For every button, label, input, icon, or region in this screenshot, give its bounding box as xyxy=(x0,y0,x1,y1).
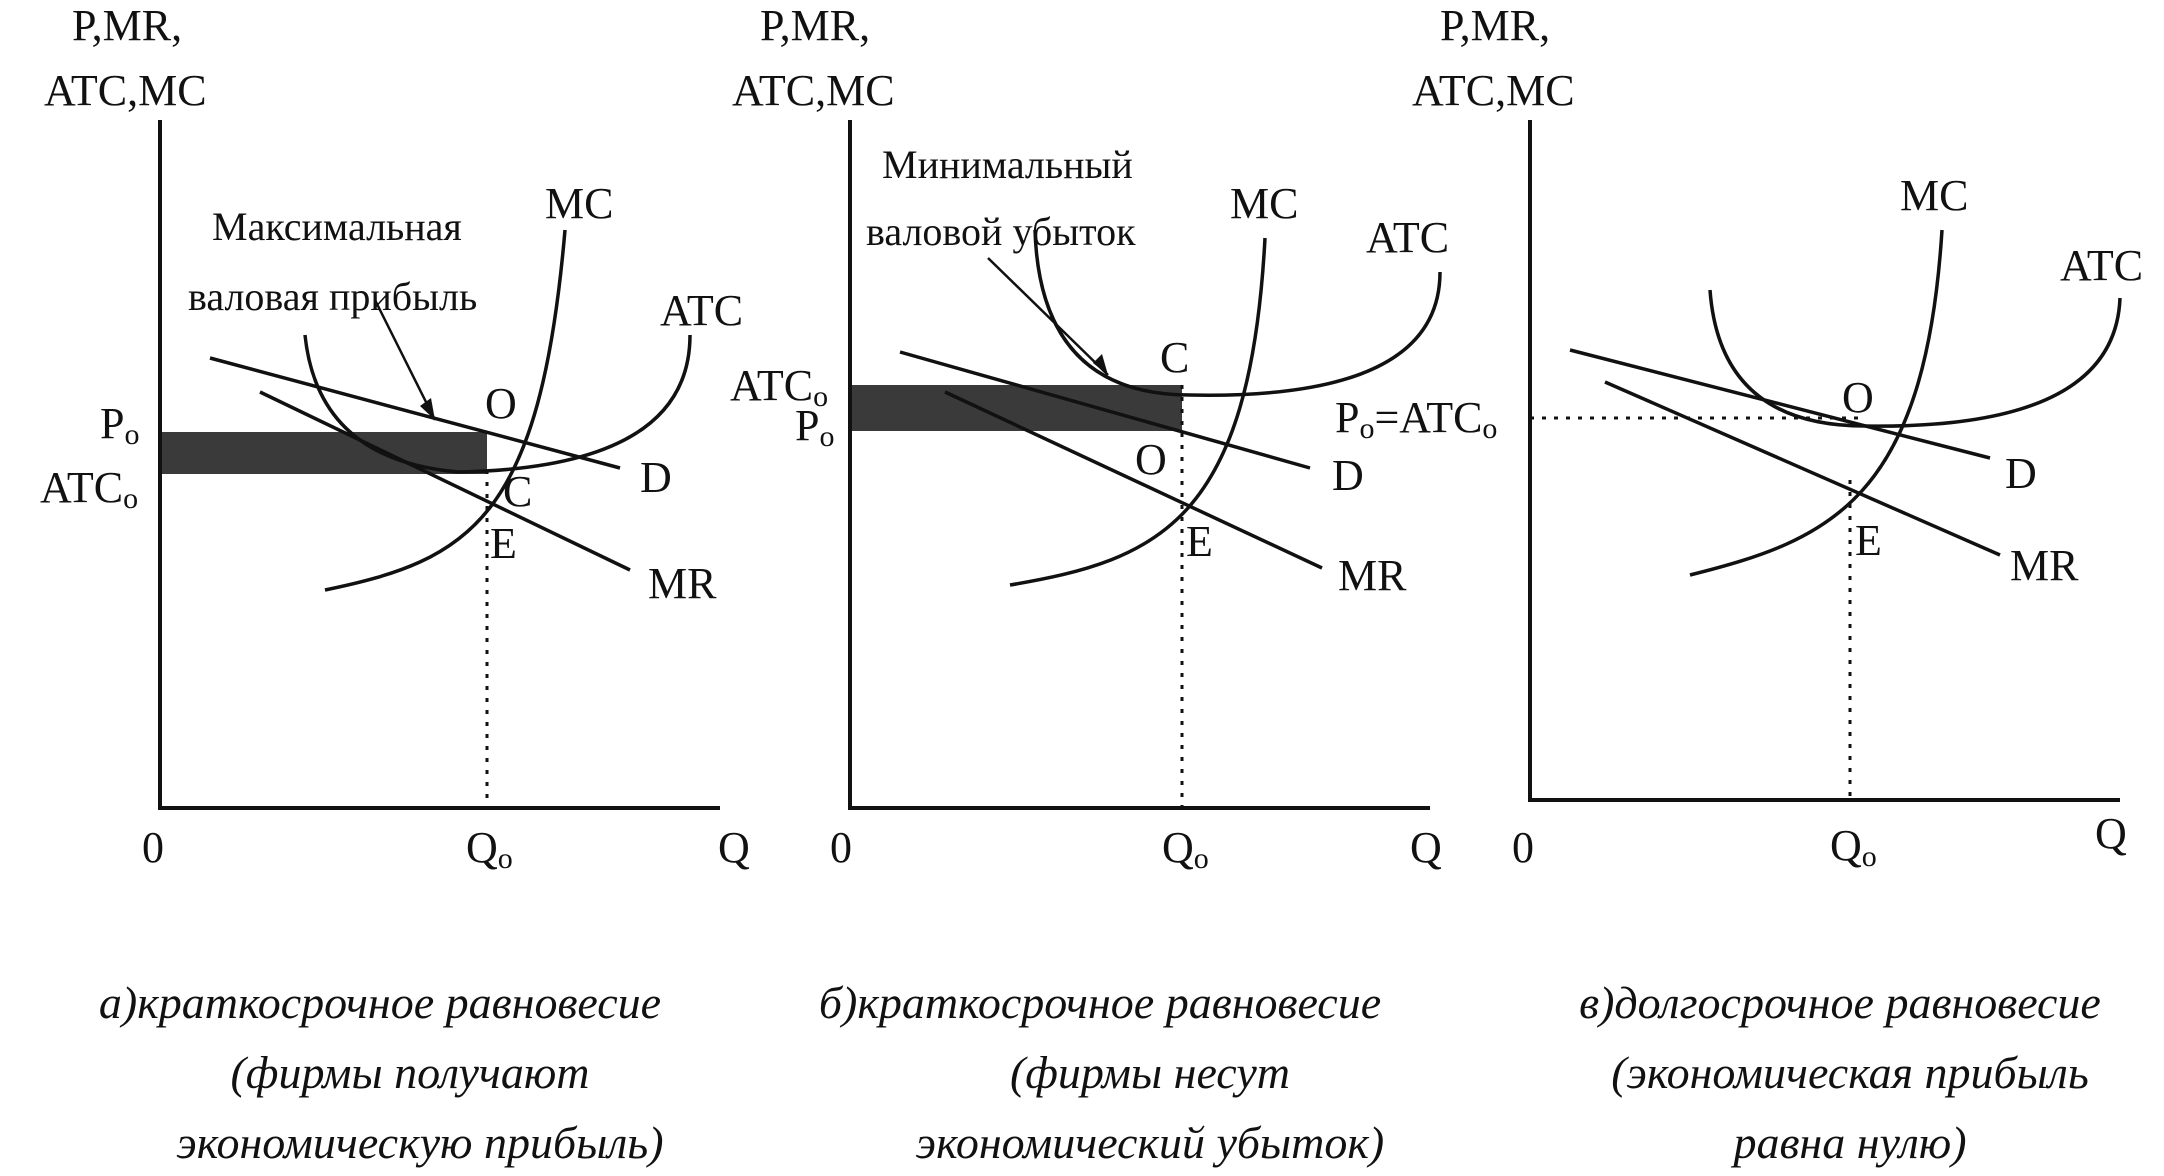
panel-c-mc-label: MC xyxy=(1900,171,1968,220)
panel-c-mr-curve xyxy=(1604,380,2001,557)
panel-b-annotation-arrow xyxy=(987,257,1109,376)
panel-b-point-o: O xyxy=(1135,435,1167,484)
panel-a-caption-line2: (фирмы получают xyxy=(230,1047,589,1098)
panel-b-atc-label: ATC xyxy=(1366,213,1449,262)
panel-a: P,MR, ATC,MC Максимальная валовая прибыл… xyxy=(40,1,750,1168)
panel-a-demand-curve xyxy=(209,356,621,470)
panel-c-mc-curve xyxy=(1689,229,1944,577)
panel-a-caption-line3: экономическую прибыль) xyxy=(176,1117,663,1168)
panel-a-annotation-line1: Максимальная xyxy=(212,204,462,249)
panel-b-caption-line2: (фирмы несут xyxy=(1010,1047,1290,1098)
panel-a-mc-label: MC xyxy=(545,179,613,228)
panel-a-origin: 0 xyxy=(142,823,164,872)
panel-c-atc-label: ATC xyxy=(2060,241,2143,290)
panel-b-annotation-line1: Минимальный xyxy=(882,142,1133,187)
panel-b-caption-line3: экономический убыток) xyxy=(916,1117,1384,1168)
panel-a-mc-curve xyxy=(324,229,567,592)
panel-c-y-axis-label-line2: ATC,MC xyxy=(1412,66,1575,115)
panel-b-y-axis-label-line2: ATC,MC xyxy=(732,66,895,115)
panel-a-y-axis-label-line1: P,MR, xyxy=(72,1,182,50)
panel-c-caption-line2: (экономическая прибыль xyxy=(1611,1047,2089,1098)
panel-b-y-axis-label-line1: P,MR, xyxy=(760,1,870,50)
panel-c-origin: 0 xyxy=(1512,823,1534,872)
panel-a-q0-label: Qo xyxy=(466,823,513,875)
panel-c: P,MR, ATC,MC MC ATC O E D MR Po=ATCo 0 Q… xyxy=(1335,1,2143,1168)
panel-b-atc0-label: ATCo xyxy=(730,361,828,413)
panel-a-annotation-arrowhead xyxy=(420,398,435,420)
panel-c-y-axis-label-line1: P,MR, xyxy=(1440,1,1550,50)
panel-b-point-e: E xyxy=(1186,517,1213,566)
panel-a-atc-label: ATC xyxy=(660,286,743,335)
panel-a-mr-curve xyxy=(259,390,631,572)
panel-a-annotation-line2: валовая прибыль xyxy=(188,274,477,319)
panel-b-mc-curve xyxy=(1009,237,1267,587)
panel-a-x-axis-label: Q xyxy=(718,823,750,872)
panel-b-mr-label: MR xyxy=(1338,551,1407,600)
panel-b-x-axis-label: Q xyxy=(1410,823,1442,872)
panel-c-x-axis-label: Q xyxy=(2095,809,2127,858)
panel-b-annotation-arrowhead xyxy=(1093,354,1108,375)
panel-c-d-label: D xyxy=(2005,449,2037,498)
panel-a-d-label: D xyxy=(640,453,672,502)
panel-a-axes xyxy=(158,120,720,810)
panel-a-point-o: O xyxy=(485,379,517,428)
panel-c-caption-line3: равна нулю) xyxy=(1730,1117,1966,1168)
panel-a-p0-label: Po xyxy=(100,399,139,451)
panel-c-point-e: E xyxy=(1855,516,1882,565)
panel-b-mc-label: MC xyxy=(1230,179,1298,228)
panel-b-d-label: D xyxy=(1332,451,1364,500)
panel-b-annotation-line2: валовой убыток xyxy=(866,209,1136,254)
panel-c-mr-label: MR xyxy=(2010,541,2079,590)
panel-c-caption-line1: в)долгосрочное равновесие xyxy=(1579,977,2101,1028)
panel-a-point-e: E xyxy=(490,519,517,568)
panel-b-origin: 0 xyxy=(830,823,852,872)
panel-a-point-c: C xyxy=(503,467,532,516)
panel-a-atc-curve xyxy=(303,334,692,474)
panel-c-point-o: O xyxy=(1842,373,1874,422)
panel-a-caption-line1: а)краткосрочное равновесие xyxy=(99,977,661,1028)
panel-c-atc-curve xyxy=(1708,289,2122,428)
panel-c-axes xyxy=(1528,120,2120,802)
panel-b-p0-label: Po xyxy=(795,401,834,453)
panel-b-point-c: C xyxy=(1160,333,1189,382)
panel-b: P,MR, ATC,MC Минимальный валовой убыток … xyxy=(730,1,1449,1168)
panel-a-profit-area xyxy=(160,432,487,474)
panel-b-q0-label: Qo xyxy=(1162,823,1209,875)
panel-c-p0-atc0-label: Po=ATCo xyxy=(1335,393,1497,445)
panel-a-atc0-label: ATCo xyxy=(40,463,138,515)
panel-b-demand-curve xyxy=(899,350,1311,470)
panel-b-caption-line1: б)краткосрочное равновесие xyxy=(819,977,1381,1028)
panel-a-mr-label: MR xyxy=(648,559,717,608)
panel-a-y-axis-label-line2: ATC,MC xyxy=(44,66,207,115)
panel-c-demand-curve xyxy=(1569,348,1991,460)
panel-b-axes xyxy=(848,120,1430,810)
panel-c-q0-label: Qo xyxy=(1830,821,1877,873)
panel-a-annotation-arrow xyxy=(373,299,437,421)
panel-b-mr-curve xyxy=(944,390,1323,570)
